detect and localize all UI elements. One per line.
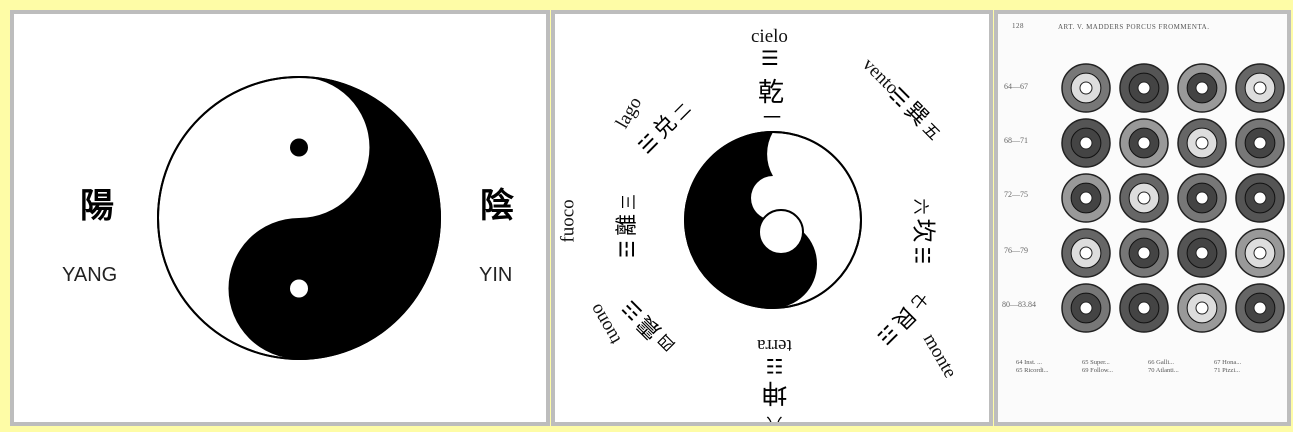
kan-group: 六 坎 ☵ <box>908 199 943 265</box>
coin-plate-panel: 128 ART. V. MADDERS PORCUS FROMMENTA. 64… <box>994 10 1291 426</box>
coin <box>1062 64 1110 112</box>
coin <box>1236 284 1284 332</box>
label-terra: terra <box>757 334 792 356</box>
taijitu-symbol <box>154 73 444 363</box>
coin <box>1062 229 1110 277</box>
terra-group: 八 坤 ☷ terra <box>757 334 792 422</box>
coin <box>1236 64 1284 112</box>
trigram-kan-icon: ☵ <box>910 247 934 265</box>
char-kun: 坤 <box>757 376 792 413</box>
row-label-1: 64—67 <box>1004 82 1028 91</box>
li-group: ☲ 離 三 <box>609 194 641 258</box>
row-label-5: 80—83.84 <box>1002 300 1036 309</box>
coin <box>1062 119 1110 167</box>
caption-col-3: 66 Galli... 70 Atlanti... <box>1148 359 1208 375</box>
coin-grid <box>1058 58 1287 358</box>
yin-yang-panel: 陽 陰 YANG YIN <box>10 10 550 426</box>
yin-character: 陰 <box>480 178 514 227</box>
yin-label: YIN <box>479 264 512 287</box>
coin <box>1178 119 1226 167</box>
char-li: 離 <box>615 214 640 236</box>
num-6: 六 <box>911 199 930 215</box>
coin <box>1062 284 1110 332</box>
monte-label-wrap: monte <box>918 330 961 382</box>
coin <box>1178 229 1226 277</box>
num-5: 五 <box>919 119 944 144</box>
caption-col-2: 65 Super... 69 Follow... <box>1082 359 1142 375</box>
label-cielo: cielo <box>751 26 788 48</box>
coin <box>1120 284 1168 332</box>
coin <box>1120 174 1168 222</box>
coin <box>1120 119 1168 167</box>
num-8: 八 <box>757 413 792 422</box>
coin <box>1236 229 1284 277</box>
label-tuono: tuono <box>585 300 625 348</box>
caption-col-1: 64 Inst. ... 65 Ricordi... <box>1016 359 1076 375</box>
fuoco-label-wrap: fuoco <box>558 199 580 242</box>
coin <box>1178 174 1226 222</box>
row-label-3: 72—75 <box>1004 190 1028 199</box>
plate-page-number: 128 <box>1012 22 1024 30</box>
caption-col-4: 67 Hona... 71 Pizzi... <box>1214 359 1274 375</box>
label-monte: monte <box>919 330 961 382</box>
label-fuoco: fuoco <box>558 199 579 242</box>
bagua-panel: cielo ☰ 乾 一 八 坤 ☷ terra vento ☴ 巽 五 六 坎 … <box>551 10 993 426</box>
trigram-kun-icon: ☷ <box>757 356 792 376</box>
char-kan: 坎 <box>909 219 937 243</box>
coin <box>1178 284 1226 332</box>
coin <box>1062 174 1110 222</box>
yang-label: YANG <box>62 264 117 287</box>
yin-yang-image: 陽 陰 YANG YIN <box>14 14 546 422</box>
num-2: 二 <box>670 99 695 124</box>
coin-plate-image: 128 ART. V. MADDERS PORCUS FROMMENTA. 64… <box>998 14 1287 422</box>
trigram-qian-icon: ☰ <box>761 48 779 68</box>
coin <box>1120 229 1168 277</box>
num-1: 一 <box>763 104 781 130</box>
zhen-group: 四 震 ☳ <box>613 294 681 362</box>
row-label-2: 68—71 <box>1004 136 1028 145</box>
row-label-4: 76—79 <box>1004 246 1028 255</box>
coin <box>1236 119 1284 167</box>
coin <box>1120 64 1168 112</box>
plate-header: ART. V. MADDERS PORCUS FROMMENTA. <box>1058 23 1287 31</box>
yang-character: 陽 <box>80 178 114 227</box>
coin <box>1236 174 1284 222</box>
bagua-swirl-symbol <box>683 130 863 310</box>
bagua-image: cielo ☰ 乾 一 八 坤 ☷ terra vento ☴ 巽 五 六 坎 … <box>555 14 989 422</box>
num-3: 三 <box>619 194 638 210</box>
trigram-li-icon: ☲ <box>615 240 639 258</box>
coin <box>1178 64 1226 112</box>
